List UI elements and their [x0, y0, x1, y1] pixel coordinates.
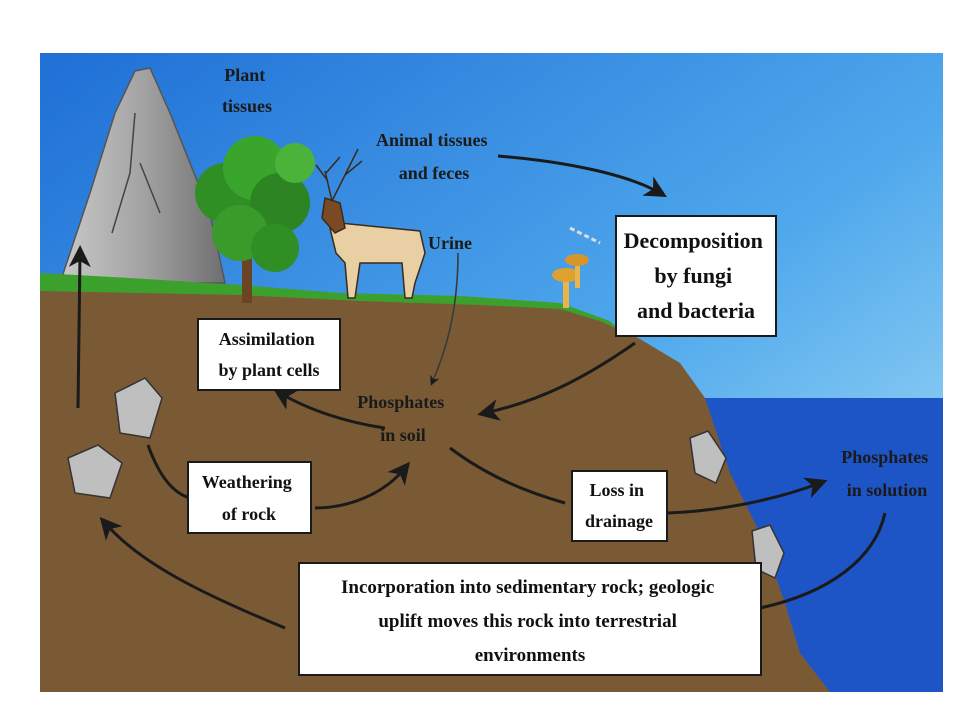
solution-to-sediment-line [759, 512, 887, 610]
svg-text:Loss in drainage: Loss in drainage [585, 480, 653, 531]
assimilation-arrow [273, 388, 386, 430]
label-phosphates-soil: Phosphates in soil [357, 392, 449, 445]
label-plant-tissues: Plant tissues [222, 65, 272, 116]
urine-arrow [430, 252, 459, 386]
drainage-arrow [667, 477, 828, 515]
cycle-arrows [68, 154, 887, 630]
label-phosphates-solution: Phosphates in solution [841, 447, 933, 500]
svg-text:Weathering of rock: Weathering of rock [202, 472, 297, 524]
decomposition-box: Decomposition by fungi and bacteria [615, 215, 777, 337]
weathering-arrow [314, 461, 411, 510]
elk [315, 148, 426, 299]
svg-text:Incorporation into sedimentary: Incorporation into sedimentary rock; geo… [341, 577, 719, 666]
loss-in-drainage-box: Loss in drainage [571, 470, 668, 542]
svg-text:Decomposition by fungi: Decomposition by fungi and bacteria [624, 228, 769, 323]
diagram-canvas: Plant tissues Animal tissues and feces U… [40, 53, 943, 692]
rock-icon [67, 377, 785, 580]
label-animal-tissues: Animal tissues and feces [376, 130, 492, 183]
uplift-arrow [68, 245, 91, 409]
rock-to-weathering-line [146, 444, 191, 500]
decomposition-arrow [477, 341, 636, 421]
label-urine: Urine [428, 233, 472, 253]
animal-to-decomposition-arrow [497, 154, 667, 197]
incorporation-box: Incorporation into sedimentary rock; geo… [298, 562, 762, 676]
assimilation-box: Assimilation by plant cells [197, 318, 341, 391]
weathering-box: Weathering of rock [187, 461, 312, 534]
phosphorus-cycle-diagram: Plant tissues Animal tissues and feces U… [40, 53, 943, 692]
incorporation-to-rock-arrow [99, 516, 286, 630]
tree [195, 136, 315, 303]
svg-text:Assimilation by plant ce: Assimilation by plant cells [218, 329, 319, 380]
mushroom-icon [552, 226, 601, 308]
soil-to-loss-line [449, 446, 566, 505]
